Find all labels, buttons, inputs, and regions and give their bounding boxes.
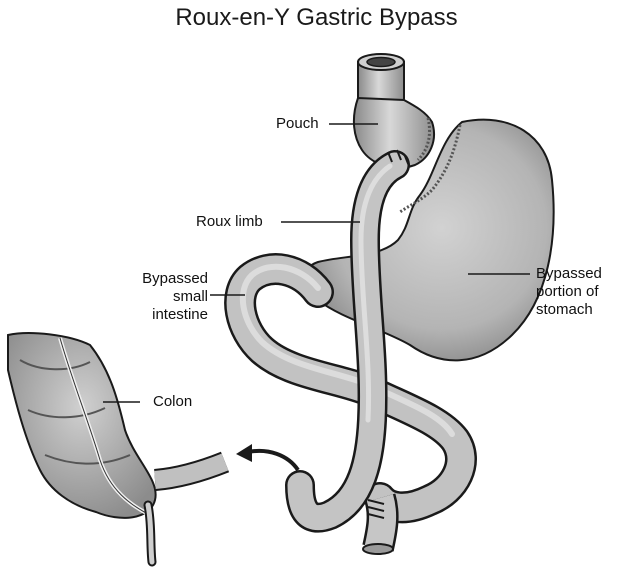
label-bypassed-stomach-line1: Bypassed (536, 265, 602, 283)
label-bypassed-small-intestine: Bypassed small intestine (130, 270, 208, 324)
label-colon: Colon (153, 393, 192, 411)
colon (8, 333, 156, 518)
bypassed-stomach (305, 120, 554, 361)
label-pouch: Pouch (276, 115, 319, 133)
label-bypassed-stomach-line2: portion of (536, 283, 602, 301)
common-channel-opening (363, 544, 393, 554)
label-bypassed-small-intestine-line3: intestine (130, 306, 208, 324)
flow-arrow (248, 451, 298, 470)
label-bypassed-stomach-line3: stomach (536, 301, 602, 319)
label-bypassed-stomach: Bypassed portion of stomach (536, 265, 602, 319)
label-bypassed-small-intestine-line1: Bypassed (130, 270, 208, 288)
label-roux-limb: Roux limb (196, 213, 263, 231)
label-bypassed-small-intestine-line2: small (130, 288, 208, 306)
